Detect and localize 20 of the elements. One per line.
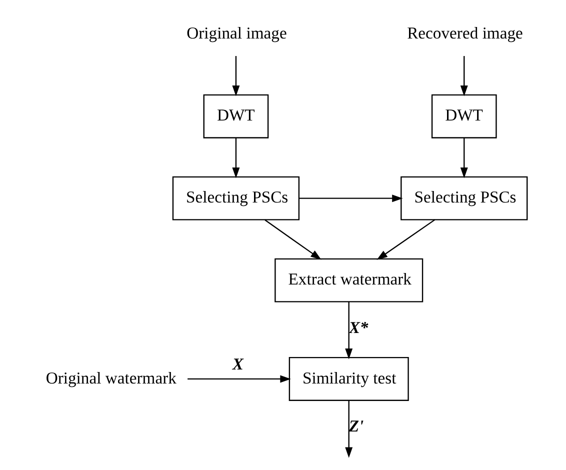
node-box: DWT: [202, 94, 268, 138]
node-box: Selecting PSCs: [400, 176, 528, 220]
node-box: DWT: [430, 94, 496, 138]
arrow: [460, 138, 468, 178]
arrow: [264, 220, 321, 260]
arrow: [187, 375, 290, 383]
node-text: Recovered image: [406, 24, 522, 43]
arrow: [460, 56, 468, 96]
node-text: Original watermark: [45, 368, 176, 388]
node-box: Extract watermark: [274, 258, 423, 302]
arrow: [232, 56, 240, 96]
node-box: Similarity test: [288, 356, 408, 401]
arrow: [344, 400, 352, 458]
node-text: Original image: [186, 24, 286, 43]
arrow: [376, 219, 435, 260]
arrow: [344, 302, 352, 360]
arrow: [298, 194, 402, 202]
node-box: Selecting PSCs: [172, 176, 300, 220]
arrow: [232, 138, 240, 178]
edge-label: X: [232, 354, 243, 374]
